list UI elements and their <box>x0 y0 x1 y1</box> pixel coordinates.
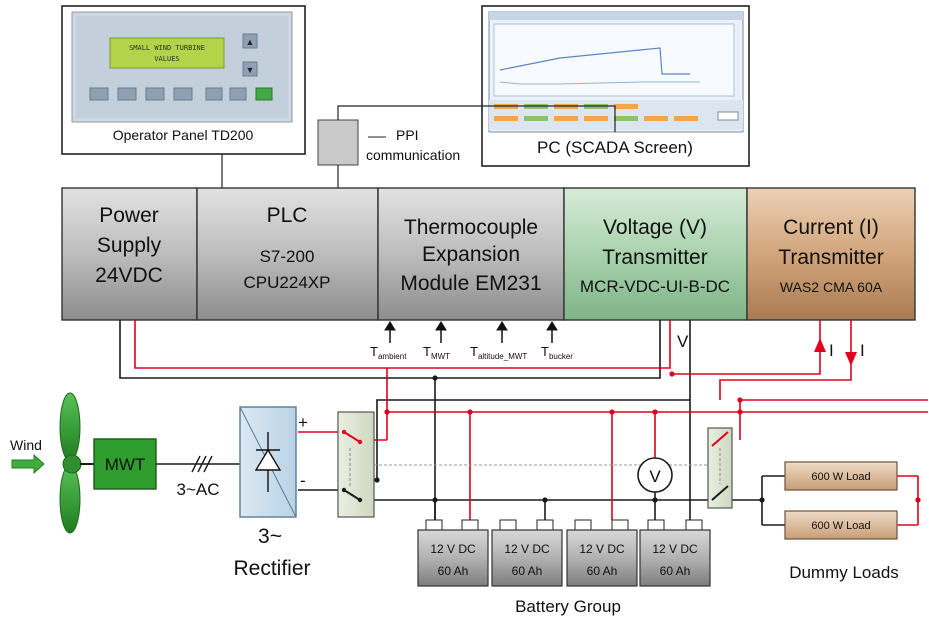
plc-cpu: CPU224XP <box>244 273 331 292</box>
signal-i-up-label: I <box>829 341 834 360</box>
power-supply-line2: Supply <box>97 234 162 257</box>
battery-group-label: Battery Group <box>515 597 621 616</box>
current-line2: Transmitter <box>778 246 883 269</box>
ac-label: 3~AC <box>177 480 220 499</box>
battery-4-voltage: 12 V DC <box>652 542 698 556</box>
ppi-label-line2: communication <box>366 147 460 163</box>
scada-status-bar <box>489 100 743 130</box>
pc-label: PC (SCADA Screen) <box>537 138 693 157</box>
pc-screen: PC (SCADA Screen) <box>481 5 750 167</box>
sensor-arrow-icon <box>384 321 558 343</box>
current-down-arrow-icon <box>845 352 857 366</box>
current-line1: Current (I) <box>783 216 879 239</box>
plc-module <box>196 187 379 321</box>
turbine-label: MWT <box>105 455 146 474</box>
sensor-inputs: Tambient TMWT Taltitude_MWT Tbucker <box>370 321 573 361</box>
power-supply-module <box>61 187 198 321</box>
voltmeter: V <box>637 457 673 493</box>
main-switch <box>337 411 708 518</box>
rectifier: + - 3~ Rectifier <box>233 406 311 580</box>
load-1 <box>784 461 898 491</box>
battery-group: 12 V DC 60 Ah 12 V DC 60 Ah 12 V DC 60 A… <box>374 371 765 616</box>
voltage-line3: MCR-VDC-UI-B-DC <box>580 277 730 296</box>
wind-input: Wind <box>10 437 45 475</box>
turbine-generator: MWT <box>93 438 157 490</box>
battery-4-capacity: 60 Ah <box>660 564 691 578</box>
thermocouple-line1: Thermocouple <box>404 216 538 239</box>
panel-label: Operator Panel TD200 <box>113 127 254 143</box>
power-supply-line3: 24VDC <box>95 264 163 287</box>
battery-1-voltage: 12 V DC <box>430 542 476 556</box>
rectifier-line2: Rectifier <box>233 557 310 580</box>
dummy-loads-label: Dummy Loads <box>789 563 899 582</box>
battery-4: 12 V DC 60 Ah <box>639 519 711 587</box>
signal-v-label: V <box>677 332 689 351</box>
thermocouple-line3: Module EM231 <box>400 272 541 295</box>
thermocouple-line2: Expansion <box>422 243 520 266</box>
module-row: Power Supply 24VDC PLC S7-200 CPU224XP T… <box>61 187 916 321</box>
load-1-label: 600 W Load <box>811 471 870 483</box>
scada-trend-line <box>499 47 690 75</box>
load-2 <box>784 510 898 540</box>
plc-title: PLC <box>267 204 308 227</box>
wind-arrow-icon <box>11 453 45 475</box>
voltage-line1: Voltage (V) <box>603 216 707 239</box>
battery-3-capacity: 60 Ah <box>587 564 618 578</box>
current-transmitter-module <box>746 187 916 321</box>
rectifier-plus: + <box>298 413 308 432</box>
panel-up-icon: ▲ <box>246 37 255 47</box>
panel-lcd-line1: SMALL WIND TURBINE <box>129 44 205 52</box>
dummy-loads: 600 W Load 600 W Load Dummy Loads <box>784 461 921 582</box>
sensor-bucker: Tbucker <box>541 344 573 361</box>
battery-3: 12 V DC 60 Ah <box>566 519 638 587</box>
wind-label: Wind <box>10 437 42 453</box>
power-supply-line1: Power <box>99 204 159 227</box>
panel-down-icon: ▼ <box>246 65 255 75</box>
sensor-mwt: TMWT <box>423 344 450 361</box>
rectifier-line1: 3~ <box>258 525 282 548</box>
battery-2-voltage: 12 V DC <box>504 542 550 556</box>
ppi-label-line1: PPI <box>396 127 419 143</box>
panel-lcd <box>109 37 225 69</box>
load-2-label: 600 W Load <box>811 520 870 532</box>
ppi-adapter <box>317 119 359 166</box>
ac-line: 3~AC <box>156 455 240 499</box>
voltage-line2: Transmitter <box>602 246 707 269</box>
battery-1: 12 V DC 60 Ah <box>417 519 489 587</box>
voltage-transmitter-module <box>563 187 748 321</box>
battery-2-capacity: 60 Ah <box>512 564 543 578</box>
current-up-arrow-icon <box>814 338 826 352</box>
panel-keys <box>89 33 258 101</box>
battery-1-capacity: 60 Ah <box>438 564 469 578</box>
turbine-rotor-icon <box>59 392 82 534</box>
panel-lcd-line2: VALUES <box>154 55 179 63</box>
voltmeter-label: V <box>649 467 661 486</box>
battery-3-voltage: 12 V DC <box>579 542 625 556</box>
signal-i-down-label: I <box>860 341 865 360</box>
plc-model: S7-200 <box>260 247 315 266</box>
operator-panel: SMALL WIND TURBINE VALUES ▲ ▼ Operator P… <box>61 5 306 155</box>
diode-icon <box>254 432 282 492</box>
sensor-altitude: Taltitude_MWT <box>470 344 527 361</box>
current-line3: WAS2 CMA 60A <box>780 279 883 295</box>
rectifier-minus: - <box>300 471 306 490</box>
sensor-ambient: Tambient <box>370 344 407 361</box>
signal-markers: V I I <box>677 332 865 366</box>
battery-2: 12 V DC 60 Ah <box>491 519 563 587</box>
ppi-communication: PPI communication <box>221 105 616 188</box>
load-switch <box>707 427 733 509</box>
thermocouple-module <box>377 187 565 321</box>
